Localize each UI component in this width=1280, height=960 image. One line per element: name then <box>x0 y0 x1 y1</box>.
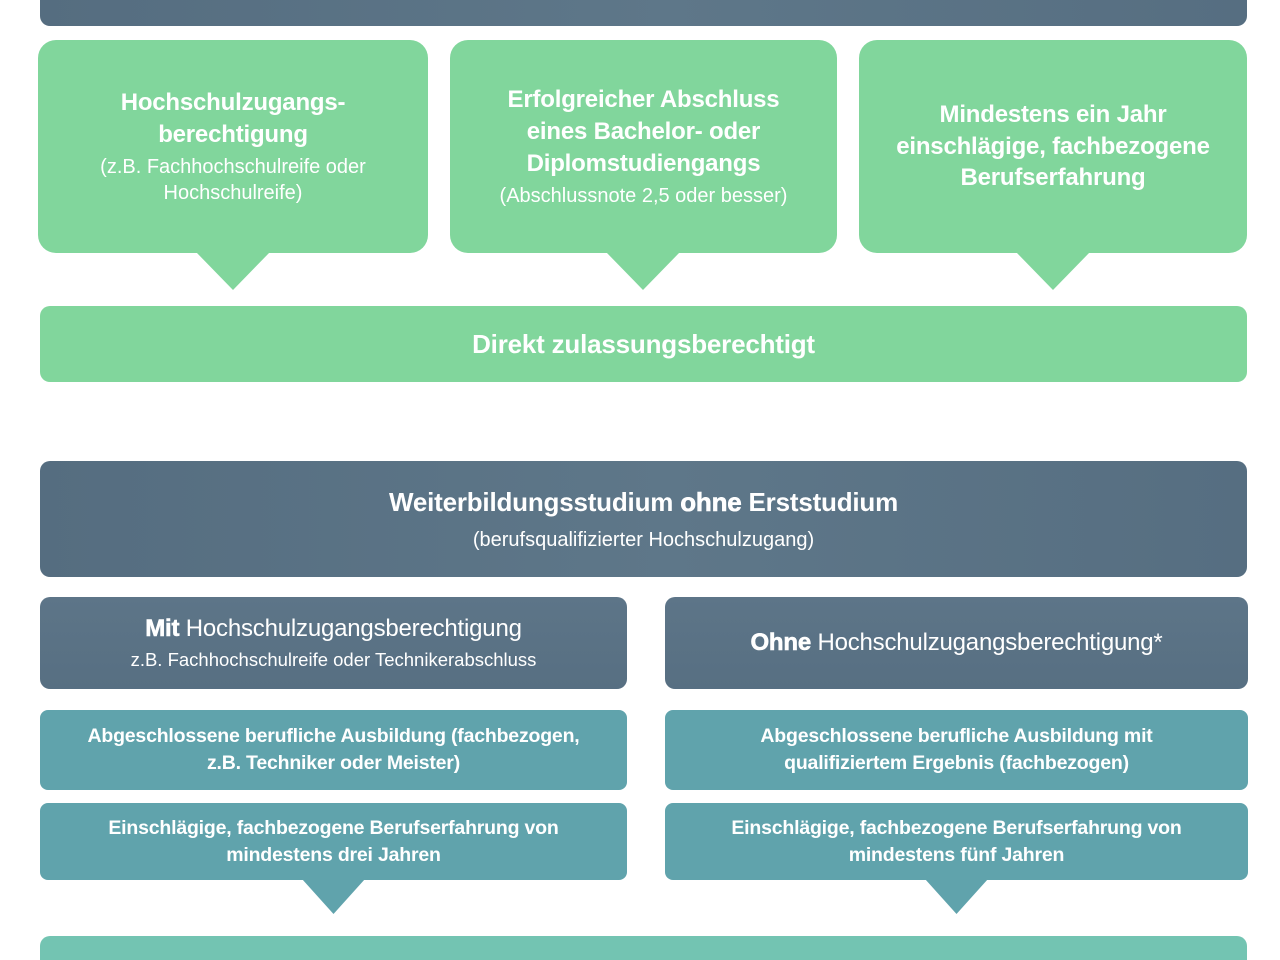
column-header-emphasis: Ohne <box>750 629 811 657</box>
arrow-down-icon <box>302 879 365 914</box>
prerequisite-title: Hochschulzugangs- berechtigung <box>120 89 346 148</box>
prerequisite-box-berufserfahrung: Mindestens ein Jahr einschlägige, fachbe… <box>859 40 1247 253</box>
step-ausbildung-ohne-hzb: Abgeschlossene berufliche Ausbildung mit… <box>665 710 1248 790</box>
arrow-down-icon <box>606 252 680 290</box>
prerequisite-box-hochschulzugangsberechtigung: Hochschulzugangs- berechtigung (z.B. Fac… <box>38 40 428 253</box>
result-label: Direkt zulassungsberechtigt <box>472 328 815 359</box>
top-header-bar <box>40 0 1247 26</box>
step-text: Abgeschlossene berufliche Ausbildung (fa… <box>87 725 580 774</box>
bottom-result-bar <box>40 936 1247 960</box>
arrow-down-icon <box>925 879 988 914</box>
column-header-rest: Hochschulzugangsberechtigung <box>179 615 522 642</box>
prerequisite-title: Erfolgreicher Abschluss eines Bachelor- … <box>507 86 780 177</box>
step-text: Einschlägige, fachbezogene Berufserfahru… <box>108 816 559 866</box>
arrow-down-icon <box>196 252 270 290</box>
step-ausbildung-mit-hzb: Abgeschlossene berufliche Ausbildung (fa… <box>40 710 627 790</box>
weiterbildung-header-bar: Weiterbildungsstudium ohne Erststudium (… <box>40 461 1247 577</box>
direct-admission-result-bar: Direkt zulassungsberechtigt <box>40 306 1247 382</box>
prerequisite-title: Mindestens ein Jahr einschlägige, fachbe… <box>896 100 1210 192</box>
weiterbildung-title-emphasis: ohne <box>680 486 742 517</box>
column-header-title: Ohne Hochschulzugangsberechtigung* <box>750 629 1163 657</box>
step-berufserfahrung-fuenf-jahre: Einschlägige, fachbezogene Berufserfahru… <box>665 803 1248 880</box>
weiterbildung-subtitle: (berufsqualifizierter Hochschulzugang) <box>472 528 815 551</box>
arrow-down-icon <box>1016 252 1090 290</box>
column-header-title: Mit Hochschulzugangsberechtigung <box>145 615 522 643</box>
prerequisite-subtitle: (Abschlussnote 2,5 oder besser) <box>499 184 788 207</box>
weiterbildung-title: Weiterbildungsstudium ohne Erststudium <box>388 486 899 518</box>
step-berufserfahrung-drei-jahre: Einschlägige, fachbezogene Berufserfahru… <box>40 803 627 880</box>
weiterbildung-title-pre: Weiterbildungsstudium <box>388 486 681 517</box>
column-header-ohne-hzb: Ohne Hochschulzugangsberechtigung* <box>665 597 1248 689</box>
prerequisite-box-bachelor-abschluss: Erfolgreicher Abschluss eines Bachelor- … <box>450 40 837 253</box>
column-header-mit-hzb: Mit Hochschulzugangsberechtigung z.B. Fa… <box>40 597 627 689</box>
weiterbildung-title-post: Erststudium <box>741 486 899 517</box>
column-header-emphasis: Mit <box>145 615 180 643</box>
prerequisite-subtitle: (z.B. Fachhochschulreife oder Hochschulr… <box>100 155 366 204</box>
column-header-subtitle: z.B. Fachhochschulreife oder Technikerab… <box>130 649 537 670</box>
column-header-rest: Hochschulzugangsberechtigung* <box>810 629 1163 656</box>
step-text: Einschlägige, fachbezogene Berufserfahru… <box>731 816 1182 866</box>
step-text: Abgeschlossene berufliche Ausbildung mit… <box>760 725 1153 774</box>
